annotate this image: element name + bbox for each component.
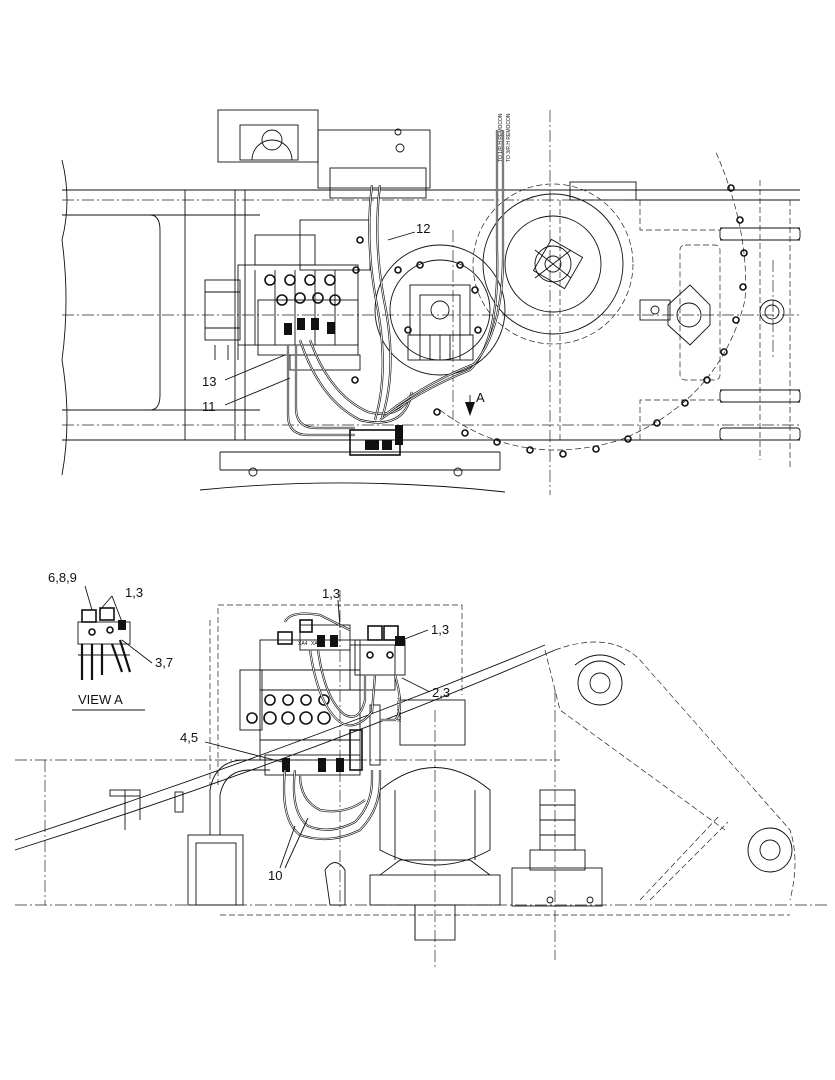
port-label-xa5: XA5 <box>311 641 321 647</box>
callout-4-5: 4,5 <box>180 730 198 745</box>
callout-10: 10 <box>268 868 282 883</box>
callout-6-8-9: 6,8,9 <box>48 570 77 585</box>
callout-1-3-view-a: 1,3 <box>125 585 143 600</box>
callout-1-3-side-right: 1,3 <box>431 622 449 637</box>
block-note: TO BLOCK <box>395 697 401 723</box>
view-a-detail: 6,8,9 1,3 3,7 VIEW A <box>48 570 173 711</box>
callout-13: 13 <box>202 374 216 389</box>
callout-12: 12 <box>416 221 430 236</box>
callout-2-3: 2,3 <box>432 685 450 700</box>
hose-note-1: TO 1/R.H REMOCON <box>498 113 504 162</box>
section-arrow-label: A <box>476 390 485 405</box>
top-view: 12 13 11 A TO 1/R.H REMOCON TO 3/R.H REM… <box>61 109 801 495</box>
callout-1-3-side-top: 1,3 <box>322 586 340 601</box>
side-view: XA4 XA5 TO BLOCK 1,3 1,3 2,3 4,5 10 <box>14 586 830 970</box>
hose-note-2: TO 3/R.H REMOCON <box>506 113 512 162</box>
bolt-ring <box>351 184 748 458</box>
view-a-title: VIEW A <box>78 692 123 707</box>
callout-3-7: 3,7 <box>155 655 173 670</box>
callout-11: 11 <box>202 399 216 414</box>
port-label-xa4: XA4 <box>298 641 308 647</box>
